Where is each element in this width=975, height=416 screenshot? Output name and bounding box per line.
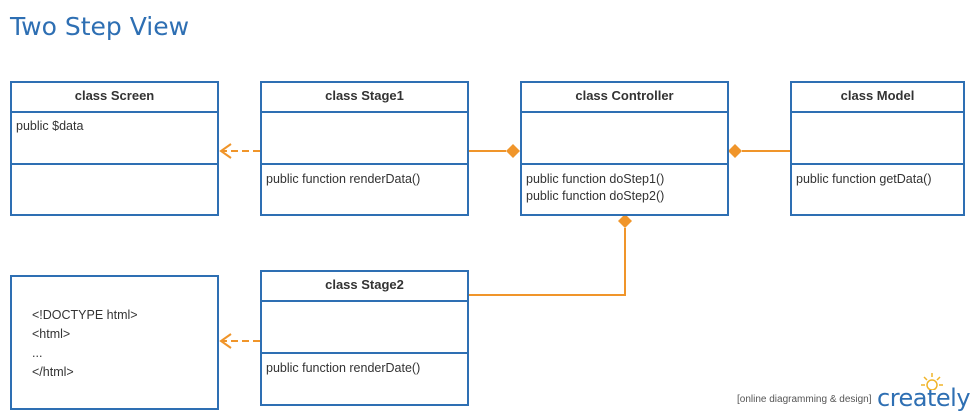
note-line: <!DOCTYPE html>: [32, 308, 138, 322]
attributes-compartment: [792, 113, 963, 165]
note-line: ...: [32, 346, 43, 360]
html-output-note[interactable]: <!DOCTYPE html> <html> ... </html>: [10, 275, 219, 410]
class-name: class Screen: [12, 83, 217, 113]
class-stage1[interactable]: class Stage1 public function renderData(…: [260, 81, 469, 216]
creately-logo: creately: [877, 373, 971, 412]
operation: public function doStep1(): [526, 172, 665, 186]
class-screen[interactable]: class Screen public $data: [10, 81, 219, 216]
operation: public function doStep2(): [526, 189, 665, 203]
operation: public function renderDate(): [266, 361, 421, 375]
watermark-tagline: [online diagramming & design]: [737, 394, 872, 405]
operations-compartment: public function renderData(): [262, 165, 467, 214]
operations-compartment: public function renderDate(): [262, 354, 467, 404]
class-name: class Stage2: [262, 272, 467, 302]
operations-compartment: public function getData(): [792, 165, 963, 214]
arrowhead-screen: [219, 143, 232, 159]
class-model[interactable]: class Model public function getData(): [790, 81, 965, 216]
class-name: class Controller: [522, 83, 727, 113]
diamond-controller-bottom: [618, 214, 632, 228]
operations-compartment: [12, 165, 217, 214]
attribute: public $data: [16, 119, 84, 133]
class-stage2[interactable]: class Stage2 public function renderDate(…: [260, 270, 469, 406]
note-line: <html>: [32, 327, 71, 341]
logo-text: creately: [877, 384, 971, 412]
note-line: </html>: [32, 365, 74, 379]
operations-compartment: public function doStep1() public functio…: [522, 165, 727, 214]
connector-stage2-controller: [469, 228, 626, 296]
arrowhead-note: [219, 333, 232, 349]
attributes-compartment: [262, 113, 467, 165]
attributes-compartment: [262, 302, 467, 354]
class-controller[interactable]: class Controller public function doStep1…: [520, 81, 729, 216]
class-name: class Stage1: [262, 83, 467, 113]
operation: public function getData(): [796, 172, 932, 186]
class-name: class Model: [792, 83, 963, 113]
attributes-compartment: public $data: [12, 113, 217, 165]
diagram-title: Two Step View: [10, 12, 190, 41]
sun-icon: [921, 373, 943, 390]
diamond-controller-right: [728, 144, 742, 158]
attributes-compartment: [522, 113, 727, 165]
operation: public function renderData(): [266, 172, 421, 186]
diamond-controller-left: [506, 144, 520, 158]
